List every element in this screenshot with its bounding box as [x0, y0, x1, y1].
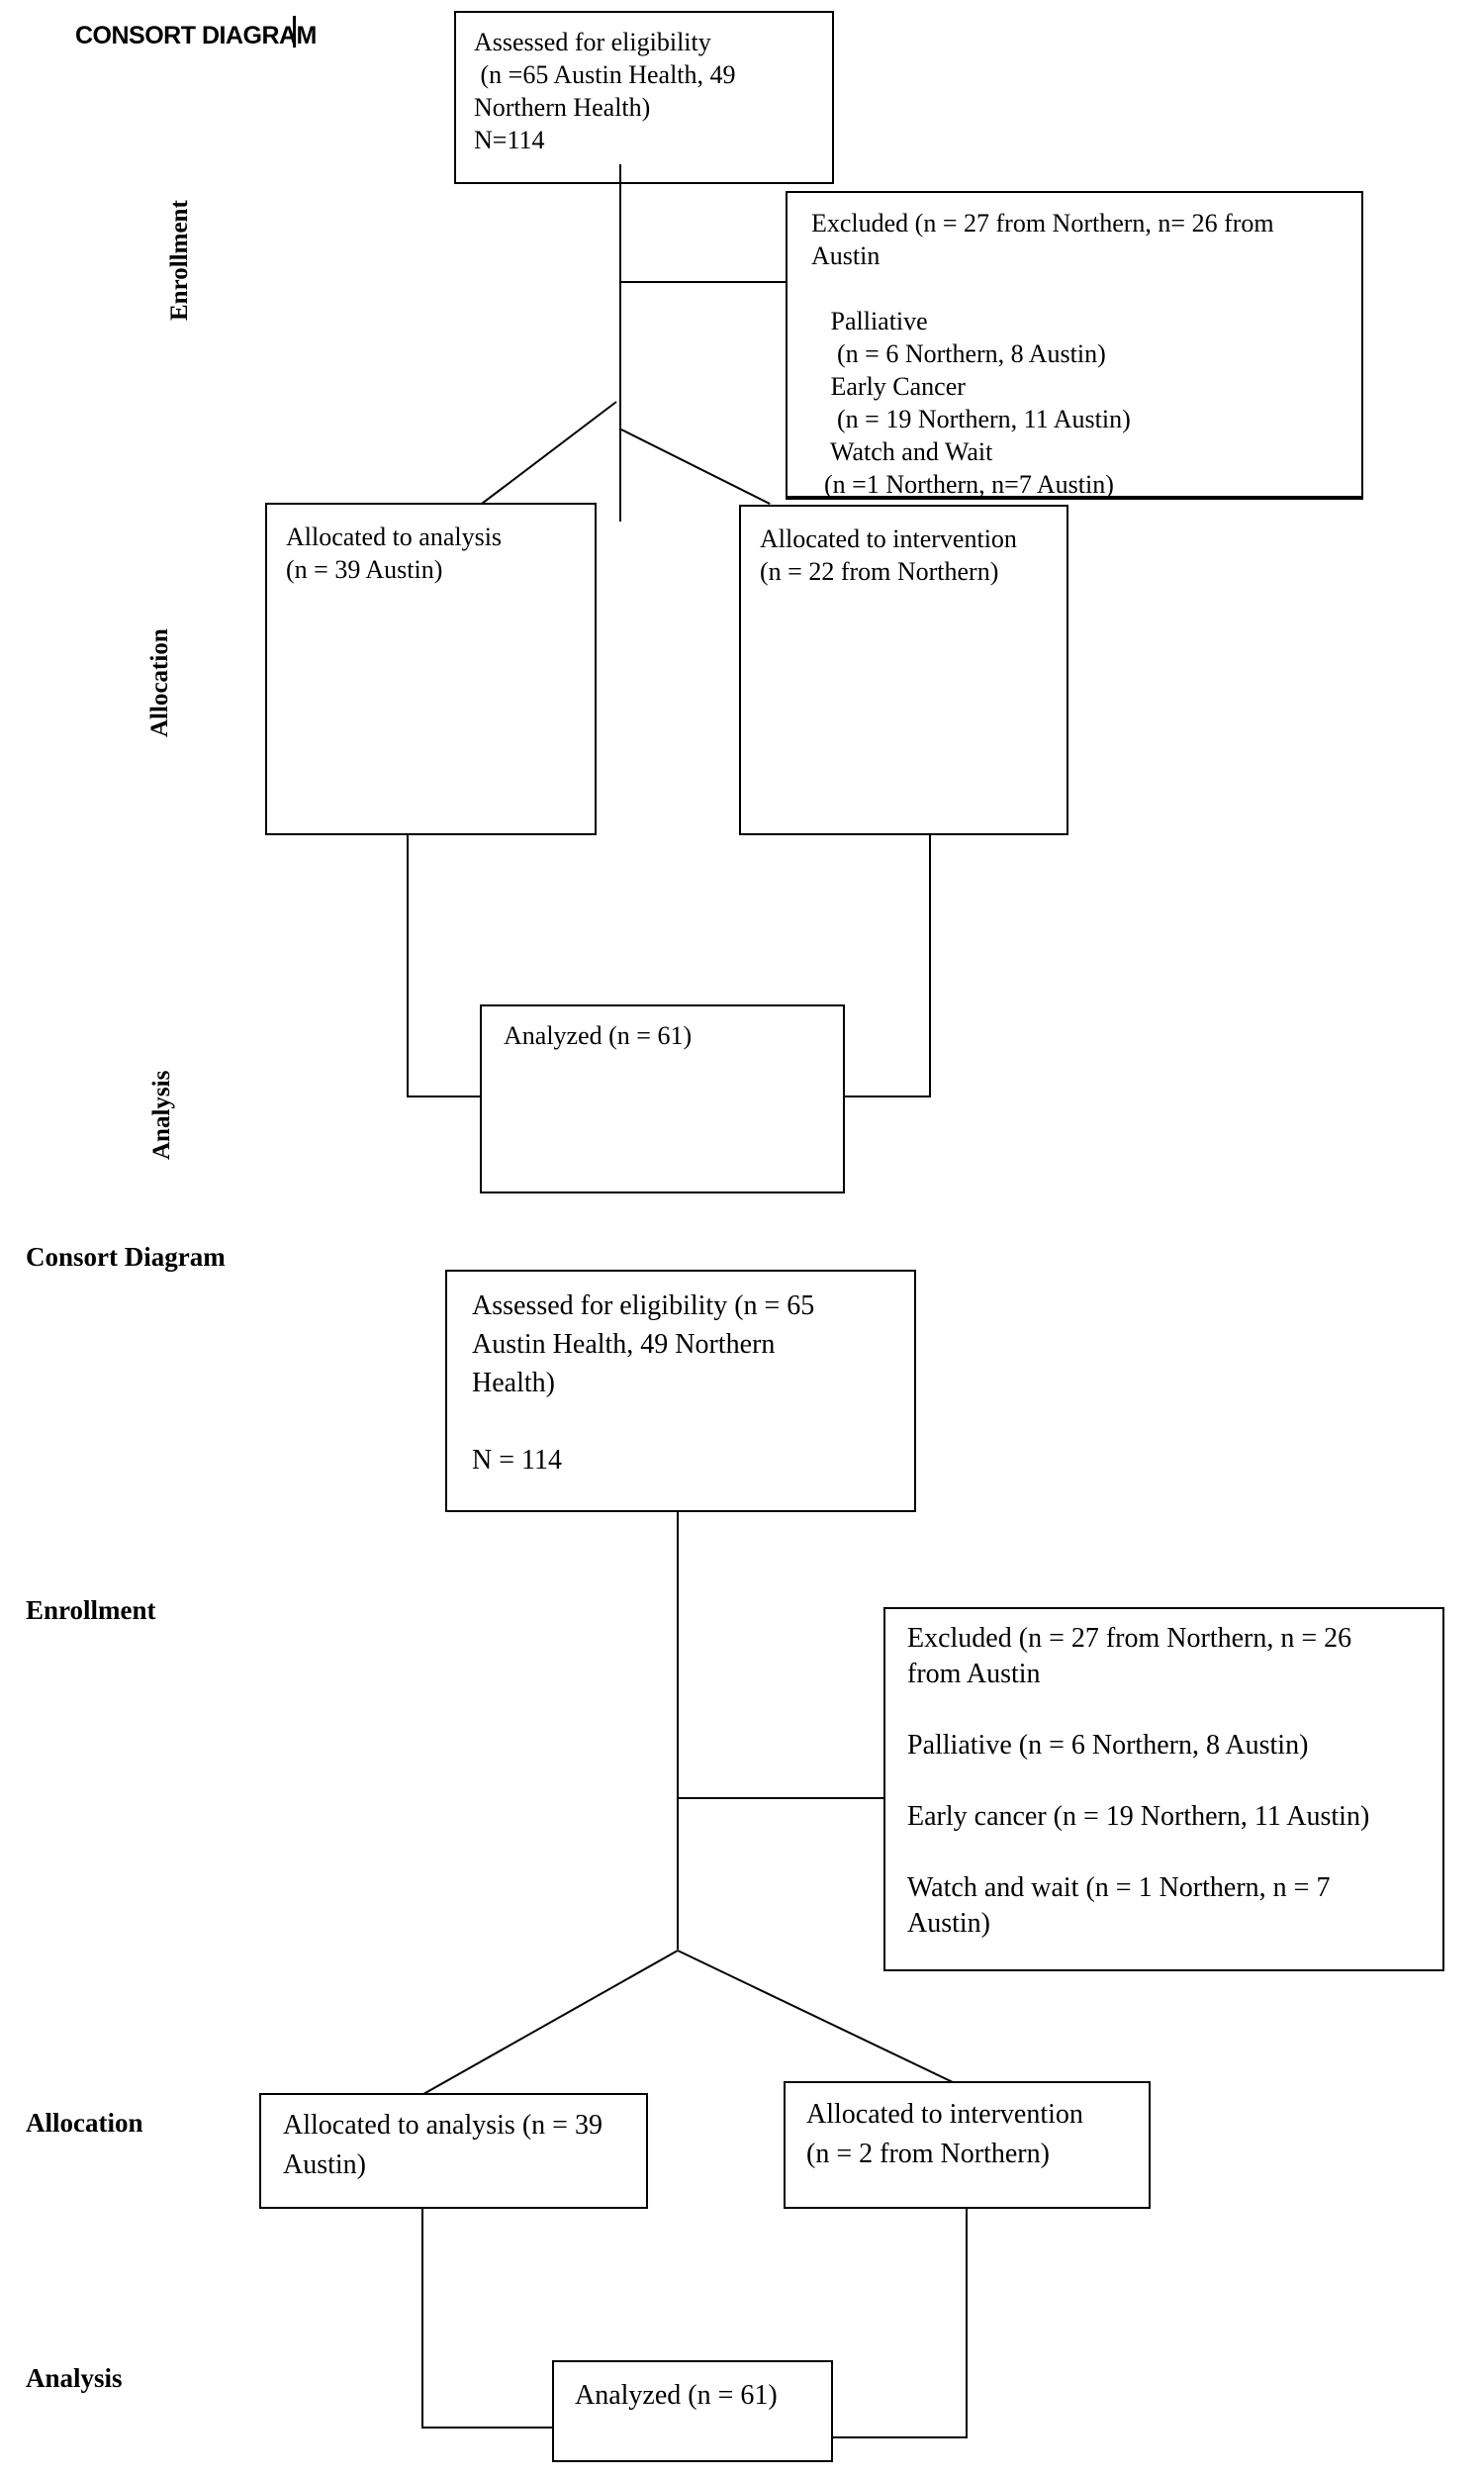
- connector-left-down-1: [407, 835, 409, 1096]
- excluded-line: (n =1 Northern, n=7 Austin): [811, 470, 1114, 499]
- excluded-line: Watch and Wait: [811, 437, 993, 466]
- assessed-line: Assessed for eligibility: [474, 28, 711, 56]
- allocated-intervention-line: (n = 2 from Northern): [806, 2139, 1050, 2169]
- text-cursor: [293, 16, 296, 48]
- connector-right-into-analyzed-2: [833, 2436, 968, 2438]
- connector-vertical-main-1: [619, 164, 621, 522]
- allocated-intervention-line: Allocated to intervention: [806, 2099, 1083, 2130]
- connector-to-excluded-1: [620, 281, 786, 283]
- connector-left-down-2: [421, 2209, 423, 2429]
- excluded-line: [907, 1692, 1437, 1728]
- excluded-line: Watch and wait (n = 1 Northern, n = 7: [907, 1872, 1331, 1903]
- allocated-intervention-line: (n = 22 from Northern): [760, 557, 999, 586]
- excluded-box-1: Excluded (n = 27 from Northern, n= 26 fr…: [786, 191, 1363, 500]
- excluded-line: Excluded (n = 27 from Northern, n= 26 fr…: [811, 209, 1274, 238]
- connector-left-into-analyzed-1: [407, 1096, 482, 1097]
- excluded-line: Early cancer (n = 19 Northern, 11 Austin…: [907, 1801, 1370, 1832]
- assessed-line: N = 114: [472, 1445, 562, 1476]
- excluded-line: [811, 272, 1355, 305]
- assessed-line: Health): [472, 1368, 555, 1398]
- stage-label-allocation-1: Allocation: [146, 628, 173, 737]
- allocated-intervention-box-2: Allocated to intervention (n = 2 from No…: [784, 2081, 1151, 2209]
- excluded-line: Austin: [811, 241, 881, 270]
- excluded-line: Palliative (n = 6 Northern, 8 Austin): [907, 1730, 1309, 1761]
- excluded-line: Excluded (n = 27 from Northern, n = 26: [907, 1623, 1352, 1654]
- branch-diagonal-right-1: [620, 429, 771, 506]
- excluded-line: (n = 19 Northern, 11 Austin): [811, 405, 1131, 433]
- allocated-analysis-line: Allocated to analysis: [286, 523, 503, 551]
- analyzed-box-1: Analyzed (n = 61): [480, 1004, 845, 1193]
- excluded-line: from Austin: [907, 1659, 1041, 1689]
- excluded-line: (n = 6 Northern, 8 Austin): [811, 339, 1106, 368]
- assessed-line: Austin Health, 49 Northern: [472, 1329, 776, 1360]
- connector-left-into-analyzed-2: [421, 2427, 552, 2429]
- excluded-line: [907, 1763, 1437, 1799]
- assessed-line: (n =65 Austin Health, 49: [474, 60, 736, 89]
- assessed-line: Assessed for eligibility (n = 65: [472, 1290, 815, 1321]
- connector-right-down-2: [966, 2209, 968, 2438]
- excluded-line: Palliative: [811, 307, 928, 335]
- connector-vertical-main-2: [677, 1512, 679, 1950]
- connector-right-into-analyzed-1: [843, 1096, 931, 1097]
- allocated-analysis-line: Allocated to analysis (n = 39: [283, 2110, 603, 2141]
- branch-diagonal-left-2: [421, 1950, 679, 2096]
- stage-label-enrollment-2: Enrollment: [26, 1595, 156, 1625]
- stage-label-allocation-2: Allocation: [26, 2108, 143, 2138]
- assessed-eligibility-box-2: Assessed for eligibility (n = 65 Austin …: [445, 1270, 916, 1512]
- connector-to-excluded-2: [678, 1797, 883, 1799]
- excluded-line: Early Cancer: [811, 372, 966, 401]
- assessed-line: Northern Health): [474, 93, 651, 122]
- allocated-analysis-box-2: Allocated to analysis (n = 39 Austin): [259, 2093, 648, 2209]
- allocated-analysis-line: Austin): [283, 2149, 366, 2180]
- stage-label-analysis-1: Analysis: [148, 1070, 175, 1160]
- stage-label-analysis-2: Analysis: [26, 2363, 123, 2393]
- stage-label-enrollment-1: Enrollment: [166, 200, 193, 321]
- assessed-eligibility-box-1: Assessed for eligibility (n =65 Austin H…: [454, 11, 834, 184]
- allocated-intervention-box-1: Allocated to intervention (n = 22 from N…: [739, 505, 1068, 835]
- excluded-line: Austin): [907, 1908, 990, 1939]
- excluded-box-2: Excluded (n = 27 from Northern, n = 26 f…: [883, 1607, 1444, 1971]
- allocated-analysis-line: (n = 39 Austin): [286, 555, 443, 584]
- analyzed-label: Analyzed (n = 61): [575, 2380, 778, 2411]
- connector-right-down-1: [929, 835, 931, 1097]
- assessed-line: [472, 1402, 908, 1441]
- branch-diagonal-left-1: [481, 401, 617, 506]
- document-title: CONSORT DIAGRAM: [75, 22, 317, 49]
- analyzed-box-2: Analyzed (n = 61): [552, 2360, 833, 2462]
- allocated-analysis-box-1: Allocated to analysis (n = 39 Austin): [265, 503, 597, 835]
- allocated-intervention-line: Allocated to intervention: [760, 524, 1017, 553]
- excluded-line: [907, 1835, 1437, 1870]
- analyzed-label: Analyzed (n = 61): [504, 1021, 693, 1050]
- diagram2-title: Consort Diagram: [26, 1242, 226, 1272]
- assessed-line: N=114: [474, 126, 545, 154]
